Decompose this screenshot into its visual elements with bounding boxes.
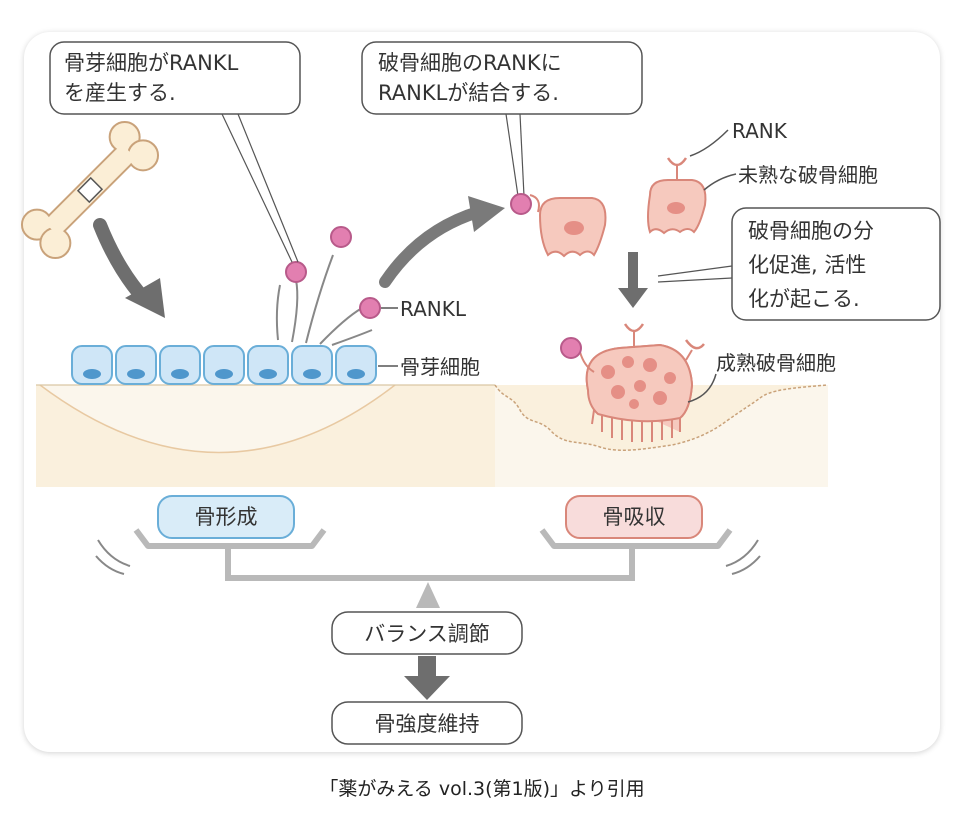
secretion-lines [275,254,373,346]
osteoblast-label: 骨芽細胞 [400,355,480,379]
rankl-molecules [285,226,381,319]
svg-text:破骨細胞の分: 破骨細胞の分 [748,219,874,243]
rankl-label: RANKL [400,297,467,321]
immature-osteoclast-label: 未熟な破骨細胞 [738,163,878,187]
citation-caption: 「薬がみえる vol.3(第1版)」より引用 [319,778,645,800]
bone-matrix [36,384,829,487]
svg-text:骨吸収: 骨吸収 [603,505,666,529]
result-arrow [404,656,450,700]
bone-icon [20,120,160,260]
callout-rank-binding: 破骨細胞のRANKに RANKLが結合する. [361,41,643,197]
svg-text:化が起こる.: 化が起こる. [748,287,860,311]
osteoblast-row [71,345,377,385]
balance-seesaw [95,528,761,608]
svg-text:骨強度維持: 骨強度維持 [375,712,480,736]
svg-text:を産生する.: を産生する. [64,81,176,105]
svg-text:破骨細胞のRANKに: 破骨細胞のRANKに [378,51,562,75]
svg-text:骨形成: 骨形成 [195,505,258,529]
zoom-arrow [93,218,152,307]
mature-osteoclast [560,323,705,442]
svg-text:RANKLが結合する.: RANKLが結合する. [378,81,559,105]
differentiation-arrow [618,252,648,308]
svg-text:骨芽細胞がRANKL: 骨芽細胞がRANKL [64,51,239,75]
bone-resorption-badge: 骨吸収 [565,495,703,539]
immature-osteoclast [647,157,707,235]
balance-box: バランス調節 [331,611,523,655]
svg-text:バランス調節: バランス調節 [364,622,490,646]
mature-osteoclast-label: 成熟破骨細胞 [716,351,836,375]
binding-arrow [379,206,484,288]
rank-label: RANK [732,119,788,143]
callout-promotion: 破骨細胞の分 化促進, 活性 化が起こる. [657,207,941,321]
bone-formation-badge: 骨形成 [157,495,295,539]
osteoclast-binding [510,193,607,258]
callout-osteoblast-produces: 骨芽細胞がRANKL を産生する. [49,41,301,263]
svg-text:化促進, 活性: 化促進, 活性 [748,253,866,277]
maintenance-box: 骨強度維持 [331,701,523,745]
